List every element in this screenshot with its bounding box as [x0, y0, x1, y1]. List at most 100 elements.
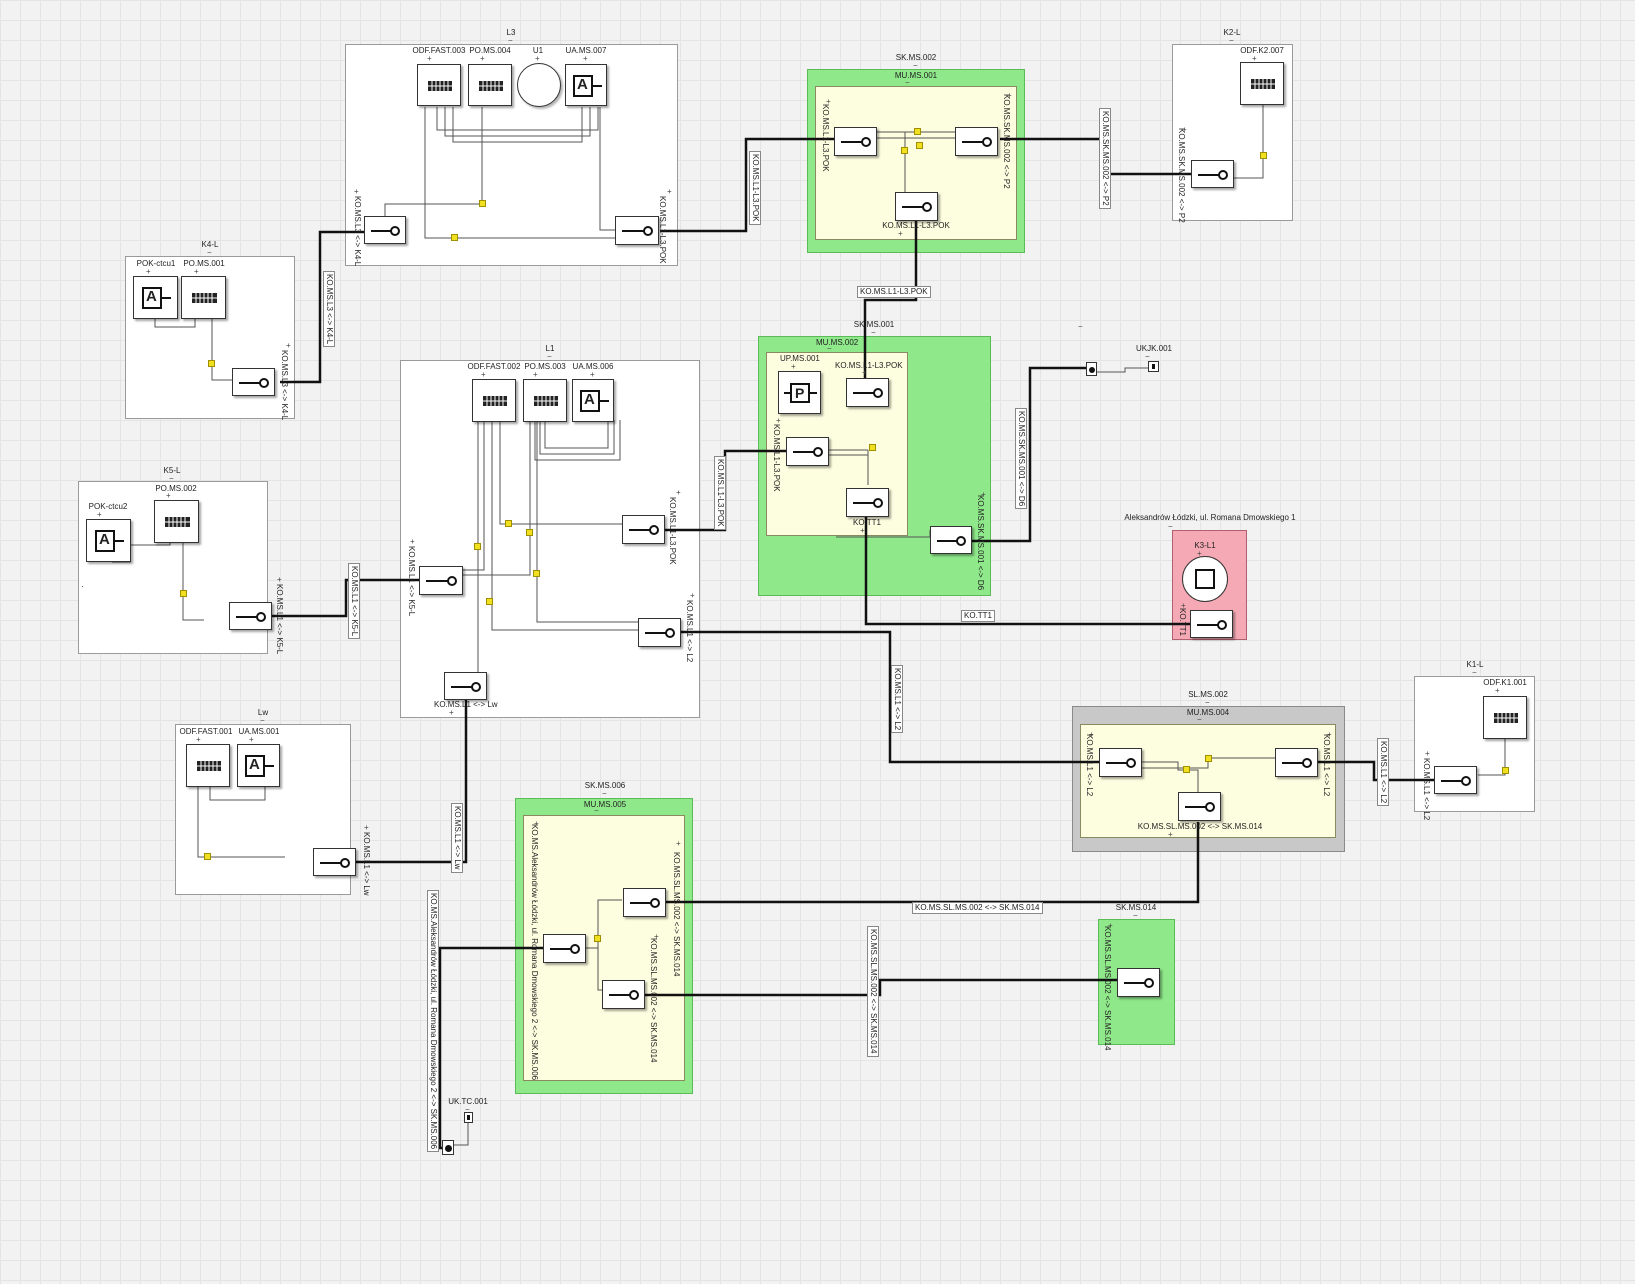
- collapse-icon[interactable]: −: [1078, 322, 1083, 331]
- expand-icon[interactable]: +: [146, 267, 151, 276]
- port-k2l[interactable]: [1191, 160, 1234, 188]
- k3l1-node-icon[interactable]: [1182, 556, 1228, 602]
- splice-marker[interactable]: [594, 935, 601, 942]
- ua-device-k5l[interactable]: A: [86, 519, 131, 562]
- splice-marker[interactable]: [1502, 767, 1509, 774]
- odf-panel-k2l[interactable]: [1240, 62, 1284, 105]
- port-sl002-left[interactable]: [1099, 748, 1142, 777]
- cable-label[interactable]: KO.MS.L1 <-> Lw: [451, 803, 463, 873]
- expand-icon[interactable]: +: [249, 735, 254, 744]
- expand-icon[interactable]: +: [534, 819, 539, 828]
- splice-marker[interactable]: [486, 598, 493, 605]
- u1-circle[interactable]: [517, 63, 561, 107]
- expand-icon[interactable]: +: [826, 97, 831, 106]
- collapse-icon[interactable]: −: [602, 789, 607, 798]
- expand-icon[interactable]: +: [1425, 749, 1430, 758]
- odf-panel-lw[interactable]: [186, 744, 230, 787]
- expand-icon[interactable]: +: [97, 510, 102, 519]
- port-l1-l2[interactable]: [638, 618, 681, 647]
- expand-icon[interactable]: +: [776, 416, 781, 425]
- expand-icon[interactable]: +: [354, 187, 359, 196]
- splice-marker[interactable]: [1260, 152, 1267, 159]
- collapse-icon[interactable]: −: [508, 36, 513, 45]
- splice-marker[interactable]: [526, 529, 533, 536]
- collapse-icon[interactable]: −: [1168, 522, 1173, 531]
- ukjk-junction[interactable]: [1086, 362, 1097, 376]
- expand-icon[interactable]: +: [410, 537, 415, 546]
- cable-label[interactable]: KO.MS.L1-L3.POK: [749, 151, 761, 225]
- port-k4l[interactable]: [232, 368, 275, 396]
- cable-label[interactable]: KO.MS.SL.MS.002 <-> SK.MS.014: [912, 902, 1043, 914]
- splice-marker[interactable]: [869, 444, 876, 451]
- po-panel-l1[interactable]: [523, 379, 567, 422]
- po-panel-k5l[interactable]: [154, 500, 199, 543]
- port-sk002-bottom[interactable]: [895, 192, 938, 221]
- splice-marker[interactable]: [180, 590, 187, 597]
- port-l3-right[interactable]: [615, 216, 659, 245]
- collapse-icon[interactable]: −: [871, 328, 876, 337]
- up-device[interactable]: P: [778, 371, 821, 414]
- splice-marker[interactable]: [914, 128, 921, 135]
- cable-label[interactable]: KO.MS.L3 <-> K4-L: [323, 271, 335, 348]
- expand-icon[interactable]: +: [1007, 91, 1012, 100]
- expand-icon[interactable]: +: [535, 54, 540, 63]
- cable-label[interactable]: KO.MS.Aleksandrów Łódzki, ul. Romana Dmo…: [427, 890, 439, 1153]
- collapse-icon[interactable]: −: [1133, 911, 1138, 920]
- expand-icon[interactable]: +: [427, 54, 432, 63]
- port-l1-lw[interactable]: [444, 672, 487, 700]
- collapse-icon[interactable]: −: [465, 1105, 470, 1114]
- expand-icon[interactable]: +: [286, 341, 291, 350]
- collapse-icon[interactable]: −: [1145, 352, 1150, 361]
- expand-icon[interactable]: +: [860, 526, 865, 535]
- port-sk001-left[interactable]: [786, 437, 829, 466]
- port-sk001-tt1[interactable]: [846, 488, 889, 517]
- expand-icon[interactable]: +: [364, 823, 369, 832]
- ua-device-l3[interactable]: A: [565, 64, 607, 106]
- expand-icon[interactable]: +: [676, 839, 681, 848]
- cable-label[interactable]: KO.MS.L1-L3.POK: [857, 286, 931, 298]
- collapse-icon[interactable]: −: [1229, 36, 1234, 45]
- expand-icon[interactable]: +: [1327, 730, 1332, 739]
- collapse-icon[interactable]: −: [905, 78, 910, 87]
- odf-panel-l3[interactable]: [417, 64, 461, 106]
- collapse-icon[interactable]: −: [827, 344, 832, 353]
- expand-icon[interactable]: +: [1197, 549, 1202, 558]
- port-sk006-left[interactable]: [543, 934, 586, 963]
- expand-icon[interactable]: +: [590, 370, 595, 379]
- port-sk006-bottom[interactable]: [602, 980, 645, 1009]
- splice-marker[interactable]: [901, 147, 908, 154]
- expand-icon[interactable]: +: [481, 370, 486, 379]
- port-sl002-right[interactable]: [1275, 748, 1318, 777]
- port-l3-left[interactable]: [364, 216, 406, 244]
- expand-icon[interactable]: +: [449, 708, 454, 717]
- port-sl002-bottom[interactable]: [1178, 792, 1221, 821]
- ua-device-lw[interactable]: A: [237, 744, 280, 787]
- cable-label[interactable]: KO.MS.L1 <-> K5-L: [348, 563, 360, 640]
- expand-icon[interactable]: +: [1168, 830, 1173, 839]
- cable-label[interactable]: KO.MS.L1 <-> L2: [891, 665, 903, 734]
- splice-marker[interactable]: [479, 200, 486, 207]
- odf-panel-k1l[interactable]: [1483, 696, 1527, 739]
- expand-icon[interactable]: +: [791, 362, 796, 371]
- collapse-icon[interactable]: −: [594, 806, 599, 815]
- cable-label[interactable]: KO.MS.SK.MS.002 <-> P2: [1099, 108, 1111, 209]
- collapse-icon[interactable]: −: [1205, 698, 1210, 707]
- po-panel-l3[interactable]: [468, 64, 512, 106]
- ua-device-k4l[interactable]: A: [133, 276, 178, 319]
- collapse-icon[interactable]: −: [1197, 715, 1202, 724]
- expand-icon[interactable]: +: [1182, 125, 1187, 134]
- cable-label[interactable]: KO.MS.L1-L3.POK: [714, 456, 726, 530]
- expand-icon[interactable]: +: [1495, 686, 1500, 695]
- expand-icon[interactable]: +: [690, 591, 695, 600]
- expand-icon[interactable]: +: [862, 368, 867, 377]
- port-sk001-top[interactable]: [846, 378, 889, 407]
- expand-icon[interactable]: +: [667, 187, 672, 196]
- port-sk002-right[interactable]: [955, 127, 998, 156]
- port-k1l[interactable]: [1434, 766, 1477, 794]
- expand-icon[interactable]: +: [981, 490, 986, 499]
- expand-icon[interactable]: +: [654, 932, 659, 941]
- ukjk-endpoint[interactable]: [1148, 361, 1159, 372]
- expand-icon[interactable]: +: [1252, 54, 1257, 63]
- splice-marker[interactable]: [533, 570, 540, 577]
- splice-marker[interactable]: [1183, 766, 1190, 773]
